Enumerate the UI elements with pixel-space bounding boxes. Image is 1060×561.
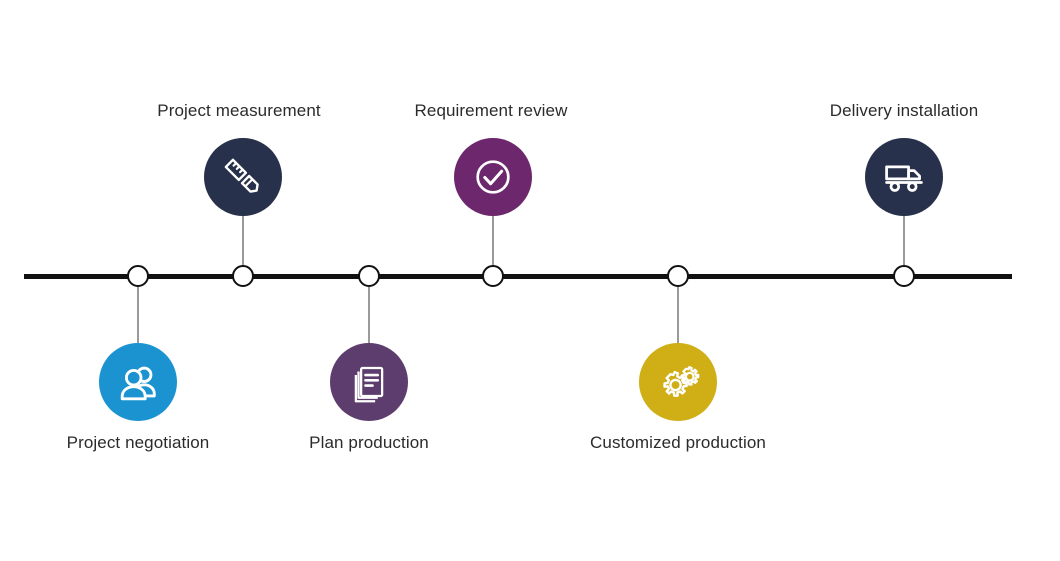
gears-icon bbox=[656, 360, 700, 404]
node-customized-production[interactable] bbox=[667, 265, 689, 287]
icon-disc-plan-production[interactable] bbox=[330, 343, 408, 421]
icon-disc-customized-production[interactable] bbox=[639, 343, 717, 421]
icon-disc-project-measurement[interactable] bbox=[204, 138, 282, 216]
icon-disc-requirement-review[interactable] bbox=[454, 138, 532, 216]
stem-project-negotiation bbox=[137, 287, 139, 343]
stem-requirement-review bbox=[492, 209, 494, 267]
stem-customized-production bbox=[677, 287, 679, 343]
caption-plan-production: Plan production bbox=[309, 433, 429, 452]
check-circle-icon bbox=[470, 154, 516, 200]
node-delivery-installation[interactable] bbox=[893, 265, 915, 287]
delivery-truck-icon bbox=[882, 155, 926, 199]
caption-delivery-installation: Delivery installation bbox=[829, 101, 979, 120]
icon-disc-project-negotiation[interactable] bbox=[99, 343, 177, 421]
stem-delivery-installation bbox=[903, 209, 905, 267]
caption-project-measurement: Project measurement bbox=[157, 101, 321, 120]
timeline-rail bbox=[24, 274, 1012, 279]
node-plan-production[interactable] bbox=[358, 265, 380, 287]
icon-disc-delivery-installation[interactable] bbox=[865, 138, 943, 216]
pencil-ruler-icon bbox=[221, 155, 265, 199]
stem-plan-production bbox=[368, 287, 370, 343]
node-project-negotiation[interactable] bbox=[127, 265, 149, 287]
stem-project-measurement bbox=[242, 209, 244, 267]
caption-customized-production: Customized production bbox=[590, 433, 766, 452]
users-group-icon bbox=[115, 359, 161, 405]
documents-icon bbox=[348, 361, 390, 403]
caption-project-negotiation: Project negotiation bbox=[66, 433, 210, 452]
caption-requirement-review: Requirement review bbox=[414, 101, 568, 120]
node-requirement-review[interactable] bbox=[482, 265, 504, 287]
node-project-measurement[interactable] bbox=[232, 265, 254, 287]
